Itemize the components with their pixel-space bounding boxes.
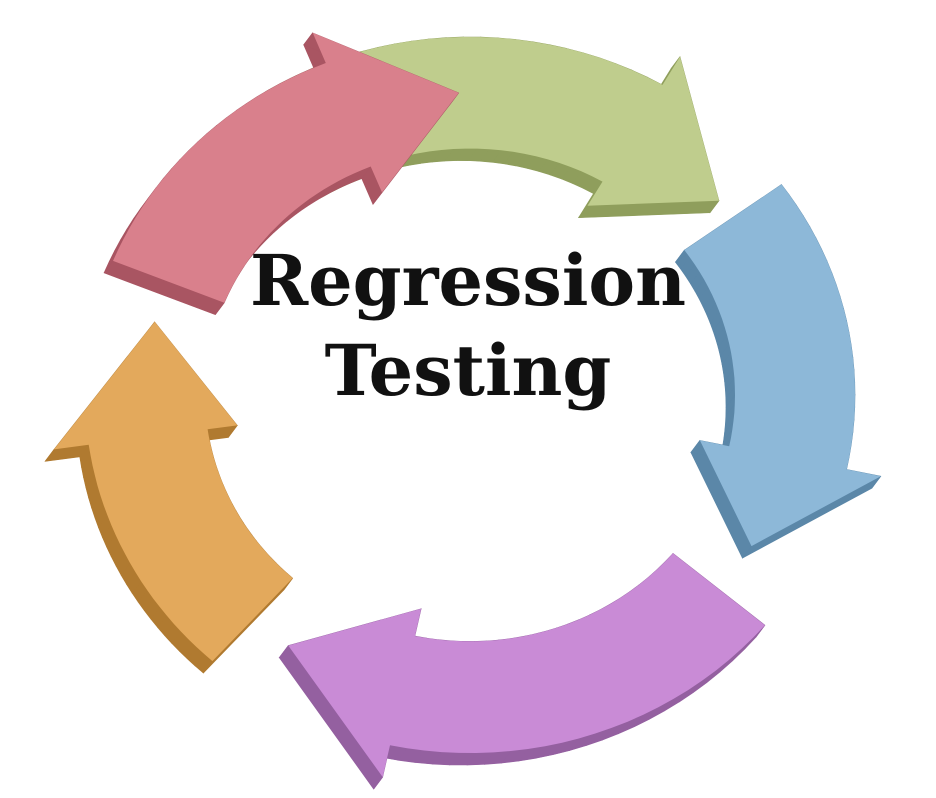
upper-left-arrow: [103, 32, 460, 316]
title-line-2: Testing: [324, 329, 612, 412]
left-arrow-face: [54, 321, 293, 662]
upper-left-arrow-face: [113, 32, 459, 303]
bottom-arrow-face: [288, 553, 765, 778]
diagram-title: Regression Testing: [218, 236, 718, 416]
right-arrow-face: [684, 184, 881, 547]
title-line-1: Regression: [249, 239, 687, 322]
bottom-arrow: [278, 552, 766, 790]
left-arrow: [44, 321, 294, 674]
right-arrow: [675, 184, 882, 559]
